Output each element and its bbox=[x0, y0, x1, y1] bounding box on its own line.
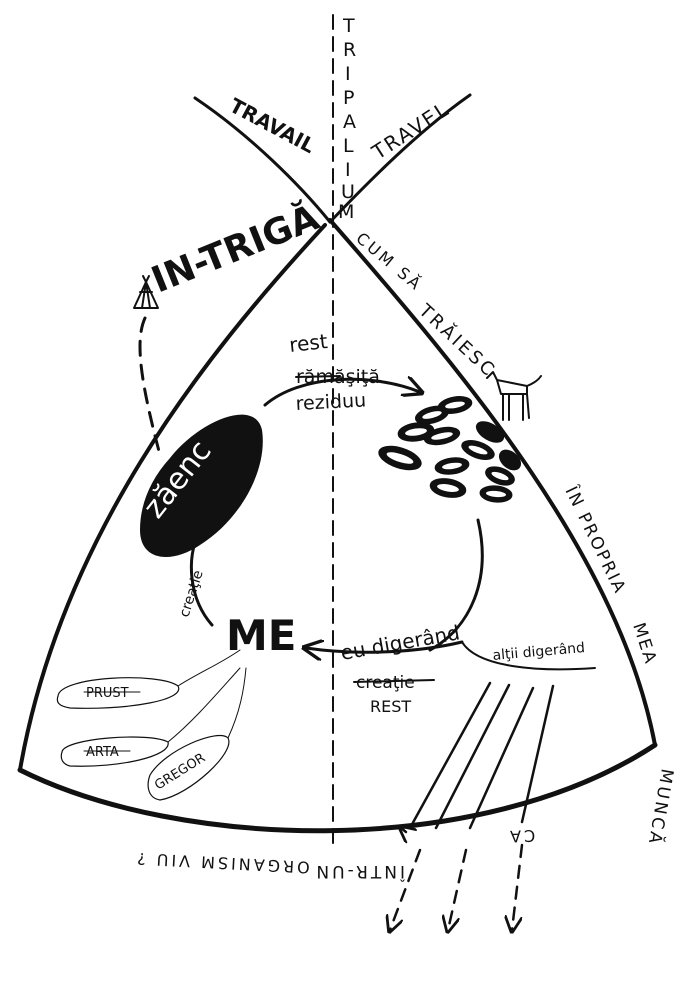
tripalium-letter-2: I bbox=[345, 63, 351, 85]
ramasita-strike bbox=[295, 375, 341, 378]
tent-icon bbox=[133, 275, 159, 309]
rest-bottom-label: REST bbox=[370, 697, 411, 716]
eu-digerand-label: eu digerând bbox=[339, 620, 462, 665]
rest-label: rest bbox=[288, 329, 329, 357]
tripalium-letter-5: L bbox=[343, 135, 354, 157]
organism-viu-label: ORGANISM VIU ? bbox=[134, 849, 311, 877]
creatie-strike bbox=[353, 679, 435, 683]
tripalium-label: T R I P A L I U M bbox=[338, 15, 356, 223]
exit-arrows bbox=[390, 681, 555, 930]
cone-outline bbox=[17, 218, 658, 834]
cycle-right-arc bbox=[428, 518, 484, 652]
tripalium-letter-1: R bbox=[343, 39, 356, 61]
tripalium-letter-6: I bbox=[345, 159, 351, 181]
cycle-bottom-arrow bbox=[306, 642, 464, 652]
intr-un-label: ÎNTR-UN bbox=[313, 861, 406, 883]
reziduu-label: reziduu bbox=[295, 389, 367, 415]
munca-label: MUNCĂ bbox=[643, 767, 678, 848]
tent-connector bbox=[138, 316, 162, 457]
arta-label: ARTA bbox=[86, 745, 119, 760]
tripalium-letter-7: U bbox=[341, 181, 355, 203]
ca-label: CA bbox=[507, 826, 536, 846]
rest-group: rest rămăşiţă reziduu bbox=[288, 329, 380, 415]
gregor-label: GREGOR bbox=[152, 751, 208, 794]
dog-icon bbox=[486, 371, 542, 421]
travail-label: TRAVAIL bbox=[226, 93, 320, 158]
creatie-rest-group: creaţie REST bbox=[353, 673, 435, 716]
pellets-cluster bbox=[378, 396, 522, 503]
cum-sa-label: CUM SĂ bbox=[352, 229, 426, 296]
intriga-label: IN-TRIGĂ bbox=[145, 195, 325, 301]
travel-label: TRAVEL bbox=[367, 97, 454, 165]
tripalium-letter-4: A bbox=[343, 111, 356, 133]
tripalium-letter-3: P bbox=[343, 87, 354, 109]
crossing-lines bbox=[193, 93, 472, 224]
altii-connector bbox=[461, 641, 596, 671]
cycle-top-arrow bbox=[263, 379, 420, 407]
tripalium-letter-0: T bbox=[342, 15, 355, 37]
tripalium-letter-8: M bbox=[338, 201, 354, 223]
altii-digerand-label: alţii digerând bbox=[492, 640, 586, 664]
reference-bubbles: PRUST ARTA GREGOR bbox=[56, 649, 247, 801]
proust-label: PRUST bbox=[86, 686, 129, 701]
creatie-struck-label: creaţie bbox=[356, 673, 415, 693]
